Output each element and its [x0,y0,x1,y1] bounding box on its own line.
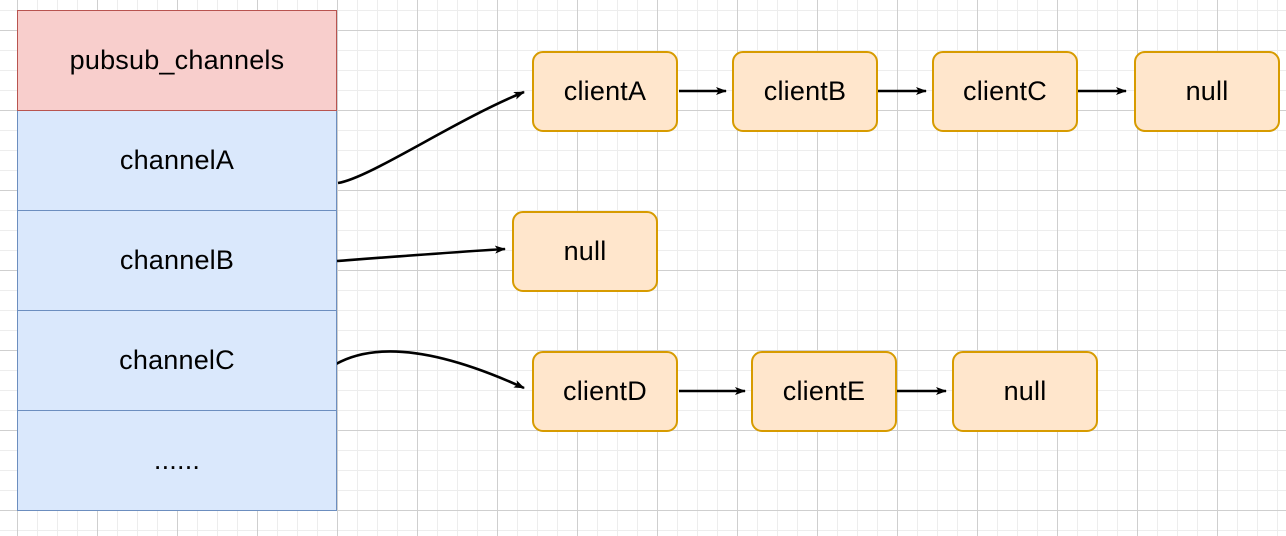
table-header-pubsub-channels: pubsub_channels [17,10,337,111]
arrow-channelC-to-clientD [335,350,525,390]
node-null-channelB[interactable]: null [512,211,658,292]
node-clientA[interactable]: clientA [532,51,678,132]
node-clientE[interactable]: clientE [751,351,897,432]
table-row-channelC[interactable]: channelC [17,311,337,411]
node-clientC[interactable]: clientC [932,51,1078,132]
node-clientB[interactable]: clientB [732,51,878,132]
table-row-channelA[interactable]: channelA [17,111,337,211]
arrow-channelA-to-clientA [337,90,525,185]
node-null-channelC[interactable]: null [952,351,1098,432]
table-row-channelB[interactable]: channelB [17,211,337,311]
table-row-ellipsis: ...... [17,411,337,511]
node-clientD[interactable]: clientD [532,351,678,432]
node-null-channelA[interactable]: null [1134,51,1280,132]
pubsub-channels-table: pubsub_channels channelA channelB channe… [17,10,337,511]
arrow-channelB-to-null [336,245,506,263]
